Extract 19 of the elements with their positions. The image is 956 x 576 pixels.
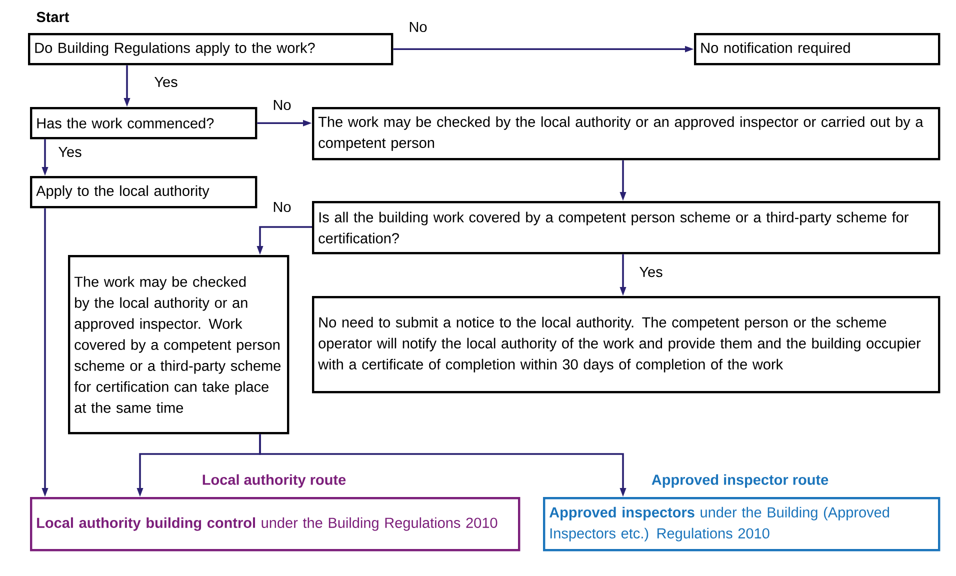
question-box: Has the work commenced? xyxy=(30,107,258,140)
question-box: Do Building Regulations apply to the work? xyxy=(28,33,394,66)
process-box: No notification required xyxy=(694,33,940,66)
start-label: Start xyxy=(36,12,70,22)
route-label: Local authority route xyxy=(202,474,346,488)
outcome-box: Approved inspectors under the Building (Approved Inspectors etc.) Regulations 2010 xyxy=(543,497,940,552)
process-box: Apply to the local authority xyxy=(30,176,258,208)
process-box: The work may be checked by the local authority or an approved inspector or carried out by a competent person xyxy=(312,107,940,160)
edge-label: No xyxy=(272,200,292,214)
edge-label: No xyxy=(272,98,292,112)
route-label: Approved inspector route xyxy=(652,474,828,488)
outcome-box: Local authority building control under the Building Regulations 2010 xyxy=(30,497,520,552)
edge-label: Yes xyxy=(57,146,83,158)
process-box: No need to submit a notice to the local authority. The competent person or the scheme operator will notify the local authority of the work and provide them and the building occupier with a certificate of completion within 30 days of completion of the work xyxy=(312,296,940,394)
edge-label: No xyxy=(408,20,428,34)
edge-label: Yes xyxy=(153,76,179,88)
edge-label: Yes xyxy=(638,266,664,278)
question-box: Is all the building work covered by a competent person scheme or a third-party scheme for certification? xyxy=(312,201,940,254)
process-box: The work may be checked by the local authority or an approved inspector. Work covered by a competent person scheme or a third-party scheme for certification can take place at the same time xyxy=(68,255,290,434)
